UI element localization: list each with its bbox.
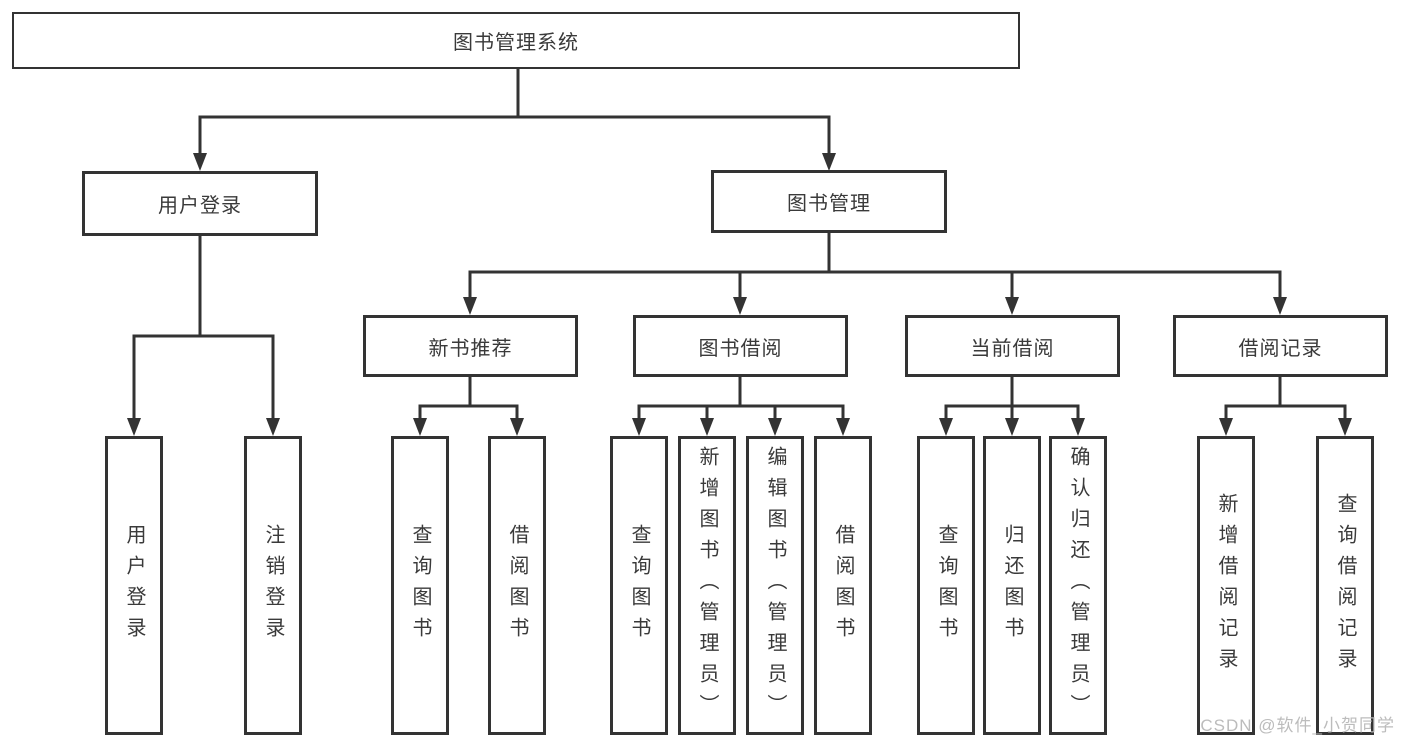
arrowheads [127, 153, 1352, 436]
node-book-borrow: 图书借阅 [633, 315, 848, 377]
arrow-icon [266, 418, 280, 436]
leaf-rec-query-books: 查询图书 [391, 436, 449, 735]
node-user-login: 用户登录 [82, 171, 318, 236]
leaf-bb-add-books-admin-label: 新增图书（管理员） [696, 446, 718, 725]
leaf-cb-return-books-label: 归还图书 [1001, 523, 1023, 648]
node-current-borrow-label: 当前借阅 [970, 337, 1055, 360]
leaf-logout: 注销登录 [244, 436, 302, 735]
node-borrow-record-label: 借阅记录 [1238, 337, 1323, 360]
leaf-br-query-record-label: 查询借阅记录 [1334, 492, 1356, 679]
edge-bookmgmt-to-level3 [468, 231, 1282, 301]
leaf-logout-label: 注销登录 [262, 523, 284, 648]
leaf-bb-query-books-label: 查询图书 [628, 523, 650, 648]
arrow-icon [768, 418, 782, 436]
arrow-icon [632, 418, 646, 436]
node-book-mgmt-label: 图书管理 [787, 193, 871, 215]
csdn-watermark: CSDN @软件_小贺同学 [1200, 716, 1395, 735]
leaf-cb-confirm-return-admin-label: 确认归还（管理员） [1067, 446, 1089, 725]
arrow-icon [1219, 418, 1233, 436]
arrow-icon [1273, 297, 1287, 315]
arrow-icon [127, 418, 141, 436]
leaf-bb-edit-books-admin-label: 编辑图书（管理员） [764, 446, 786, 725]
arrow-icon [413, 418, 427, 436]
node-borrow-record: 借阅记录 [1173, 315, 1388, 377]
arrow-icon [939, 418, 953, 436]
node-new-book-rec-label: 新书推荐 [428, 337, 513, 360]
node-root: 图书管理系统 [12, 12, 1020, 69]
node-book-mgmt: 图书管理 [711, 170, 947, 233]
leaf-cb-confirm-return-admin: 确认归还（管理员） [1049, 436, 1107, 735]
arrow-icon [700, 418, 714, 436]
leaf-bb-edit-books-admin: 编辑图书（管理员） [746, 436, 804, 735]
leaf-br-query-record: 查询借阅记录 [1316, 436, 1374, 735]
leaf-br-add-record-label: 新增借阅记录 [1215, 492, 1237, 679]
leaf-bb-query-books: 查询图书 [610, 436, 668, 735]
arrow-icon [1071, 418, 1085, 436]
arrow-icon [510, 418, 524, 436]
node-new-book-rec: 新书推荐 [363, 315, 578, 377]
leaf-br-add-record: 新增借阅记录 [1197, 436, 1255, 735]
arrow-icon [463, 297, 477, 315]
arrow-icon [836, 418, 850, 436]
leaf-rec-borrow-books: 借阅图书 [488, 436, 546, 735]
leaf-cb-query-books-label: 查询图书 [935, 523, 957, 648]
edge-record-to-leaves [1224, 375, 1347, 422]
edge-newrec-to-leaves [418, 375, 519, 422]
leaf-rec-borrow-books-label: 借阅图书 [506, 523, 528, 648]
edge-bookborrow-to-leaves [637, 375, 845, 422]
arrow-icon [1005, 418, 1019, 436]
node-book-borrow-label: 图书借阅 [698, 337, 783, 360]
leaf-rec-query-books-label: 查询图书 [409, 523, 431, 648]
leaf-bb-borrow-books-label: 借阅图书 [832, 523, 854, 648]
arrow-icon [1338, 418, 1352, 436]
leaf-bb-borrow-books: 借阅图书 [814, 436, 872, 735]
edge-userlogin-to-leaves [132, 234, 275, 422]
arrow-icon [193, 153, 207, 171]
leaf-cb-query-books: 查询图书 [917, 436, 975, 735]
leaf-bb-add-books-admin: 新增图书（管理员） [678, 436, 736, 735]
edge-curborrow-to-leaves [944, 375, 1080, 422]
node-user-login-label: 用户登录 [158, 195, 242, 217]
edge-root-to-level2 [198, 67, 831, 157]
node-root-label: 图书管理系统 [453, 32, 579, 54]
arrow-icon [822, 153, 836, 171]
leaf-cb-return-books: 归还图书 [983, 436, 1041, 735]
leaf-user-login: 用户登录 [105, 436, 163, 735]
arrow-icon [733, 297, 747, 315]
leaf-user-login-label: 用户登录 [123, 523, 145, 648]
node-current-borrow: 当前借阅 [905, 315, 1120, 377]
arrow-icon [1005, 297, 1019, 315]
